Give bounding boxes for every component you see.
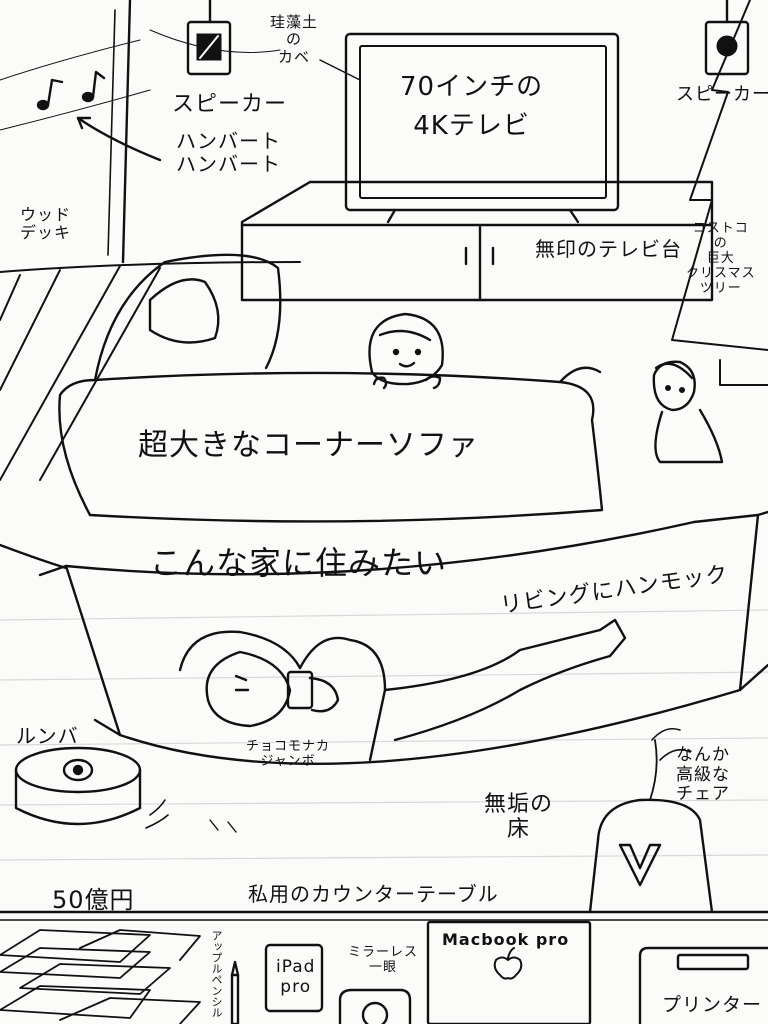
corner-sofa <box>58 253 604 523</box>
printer <box>638 946 768 1024</box>
snack-label: チョコモナカ ジャンボ <box>246 739 331 769</box>
speaker-label-left: スピーカー <box>172 92 288 117</box>
chair-label: なんか 高級な チェア <box>676 745 730 805</box>
speaker-right <box>704 0 750 76</box>
counter-table <box>0 910 768 921</box>
ipad <box>264 943 324 1013</box>
ipad-label: iPad pro <box>276 957 316 997</box>
laptop-label: Macbook pro <box>442 930 570 949</box>
money-stacks <box>0 929 201 1024</box>
music-notes-icon <box>36 70 162 162</box>
wall-pointer <box>319 59 361 81</box>
wood-deck-label: ウッド デッキ <box>20 205 72 243</box>
luxury-chair <box>588 739 714 914</box>
roomba-label: ルンバ <box>16 724 79 748</box>
christmas-tree-label: コストコ の 巨大 クリスマス ツリー <box>686 221 756 296</box>
speaker-label-right: スピーカー <box>676 84 768 105</box>
mirrorless-camera <box>338 988 412 1024</box>
camera-label: ミラーレス 一眼 <box>348 945 419 975</box>
child-behind-sofa <box>368 312 444 390</box>
money-label: 50億円 <box>52 886 135 914</box>
sofa-label: 超大きなコーナーソファ <box>138 428 479 463</box>
roomba <box>14 746 237 833</box>
printer-label: プリンター <box>662 994 763 1016</box>
counter-table-label: 私用のカウンターテーブル <box>248 882 499 906</box>
tv-label: 70インチの 4Kテレビ <box>400 72 544 141</box>
hammock-sway-marks <box>651 727 691 761</box>
tv-stand-label: 無印のテレビ台 <box>535 237 682 261</box>
apple-logo-icon <box>493 947 523 980</box>
speaker-left <box>186 0 232 76</box>
diatomaceous-wall-label: 珪藻土 の カベ <box>270 13 319 66</box>
hammock <box>0 510 768 766</box>
wood-deck <box>0 261 301 481</box>
christmas-tree <box>671 0 768 386</box>
headline: こんな家に住みたい <box>150 544 448 582</box>
person-in-hammock <box>178 618 627 762</box>
apple-pencil <box>230 960 240 1024</box>
child-sitting <box>652 360 724 464</box>
macbook-pro <box>426 920 592 1024</box>
music-label: ハンバート ハンバート <box>176 129 281 176</box>
apple-pencil-label: アップルペンシル <box>210 930 223 1018</box>
tv <box>344 32 620 224</box>
solid-wood-floor-label: 無垢の 床 <box>484 792 554 843</box>
floor-lines <box>0 609 768 861</box>
